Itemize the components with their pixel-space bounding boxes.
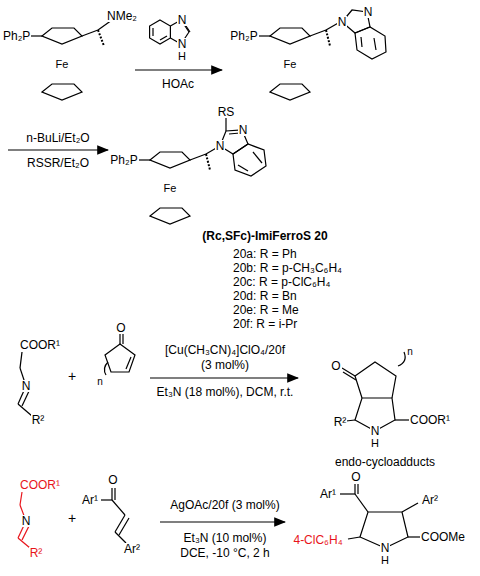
structure-label: (Rc,SFc)-ImiFerroS 20: [201, 230, 328, 242]
structure-label: O: [350, 471, 361, 483]
structure-label: Et₃N (18 mol%), DCM, r.t.: [156, 386, 295, 398]
structure-label: n-BuLi/Et₂O: [25, 132, 90, 144]
structure-label: NMe₂: [106, 10, 138, 22]
structure-label: Ph₂P: [2, 30, 31, 42]
structure-label: +: [67, 511, 77, 525]
structure-label: Ar²: [123, 543, 141, 555]
structure-label: N: [370, 425, 381, 437]
structure-label: 20e: R = Me: [232, 304, 300, 316]
structure-label: +: [67, 369, 77, 383]
structure-label: COOR¹: [19, 479, 61, 491]
structure-label: H: [177, 51, 187, 62]
structure-label: N: [177, 38, 188, 50]
structure-label: O: [330, 360, 341, 372]
structure-label: RS: [217, 106, 236, 118]
structure-label: O: [107, 474, 118, 486]
structure-label: HOAc: [161, 78, 195, 90]
structure-label: N: [380, 542, 391, 554]
structure-label: [Cu(CH₃CN)₄]ClO₄/20f: [164, 344, 286, 356]
structure-label: N: [337, 16, 348, 28]
structure-label: Ar¹: [319, 488, 337, 500]
structure-label: 20c: R = p-ClC₆H₄: [232, 276, 331, 288]
structure-label: n: [406, 347, 414, 357]
structure-label: COOMe: [420, 531, 466, 543]
structure-label: Ar¹: [81, 494, 99, 506]
structure-label: R²: [333, 416, 348, 428]
structure-label: N: [21, 515, 32, 527]
structure-label: N: [215, 140, 226, 152]
structure-label: 20a: R = Ph: [232, 248, 298, 260]
structure-label: H: [370, 438, 380, 449]
structure-label: N: [177, 14, 188, 26]
structure-label: Fe: [55, 59, 70, 70]
structure-label: COOR¹: [409, 414, 451, 426]
structure-label: endo-cycloadducts: [334, 456, 436, 468]
structure-label: R²: [31, 414, 46, 426]
structure-label: N: [21, 380, 32, 392]
structure-label: R²: [29, 547, 44, 559]
structure-label: 4-ClC₆H₄: [292, 534, 343, 546]
structure-label: 20f: R = i-Pr: [232, 318, 298, 330]
structure-label: O: [115, 322, 126, 334]
structure-label: H: [380, 555, 390, 566]
structure-label: COOR¹: [19, 339, 61, 351]
structure-label: Ar²: [421, 494, 439, 506]
structure-label: Fe: [283, 59, 298, 70]
structure-label: Ph₂P: [229, 30, 258, 42]
structure-label: N: [238, 124, 249, 136]
structure-label: Ph₂P: [109, 154, 138, 166]
structure-label: DCE, -10 °C, 2 h: [179, 547, 271, 559]
structure-label: Et₃N (10 mol%): [183, 532, 268, 544]
structure-label: 20b: R = p-CH₃C₆H₄: [232, 262, 343, 274]
structure-label: n: [96, 377, 104, 387]
structure-label: Fe: [163, 183, 178, 194]
structure-label: 20d: R = Bn: [232, 290, 298, 302]
structure-label: AgOAc/20f (3 mol%): [169, 499, 280, 511]
structure-label: N: [363, 6, 374, 18]
structure-label: (3 mol%): [200, 359, 250, 371]
structure-label: RSSR/Et₂O: [26, 157, 90, 169]
